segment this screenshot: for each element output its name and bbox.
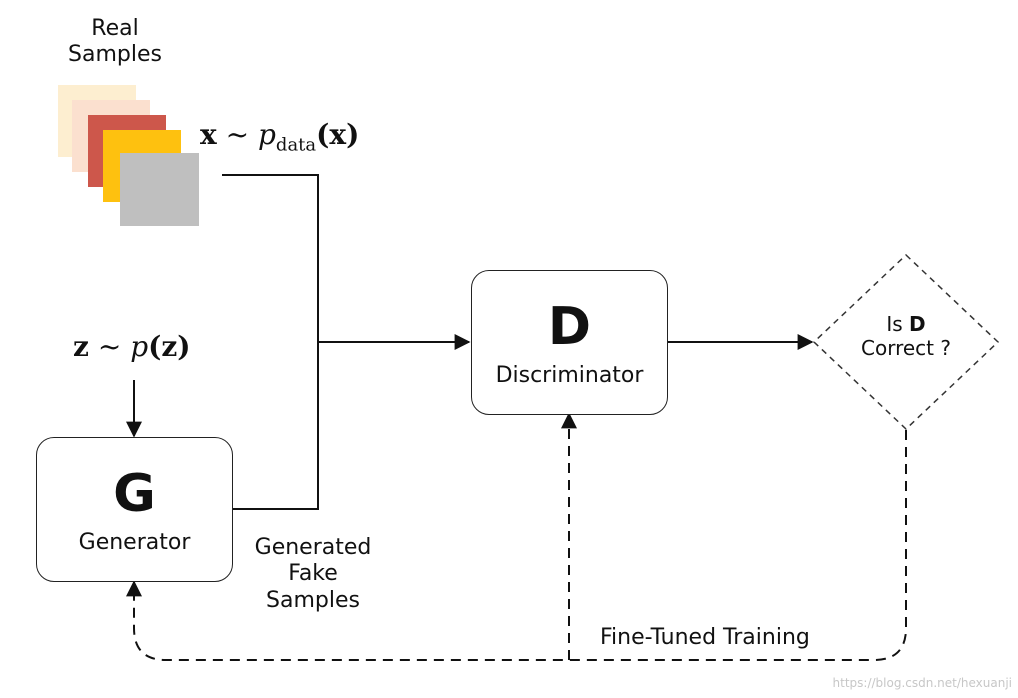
discriminator-box: D Discriminator <box>471 270 668 415</box>
generator-name: Generator <box>78 530 191 555</box>
formula-z-p: p <box>130 330 149 363</box>
noise-formula: z ~ p(z) <box>73 330 191 363</box>
decision-diamond <box>812 253 1000 431</box>
formula-p: p <box>257 118 276 151</box>
discriminator-name: Discriminator <box>495 363 644 388</box>
decision-correct: Correct ? <box>861 336 951 360</box>
formula-sub-data: data <box>275 134 317 156</box>
fake-samples-label: Generated Fake Samples <box>254 535 372 613</box>
discriminator-letter: D <box>547 297 592 357</box>
decision-text: Is D Correct ? <box>836 312 976 360</box>
watermark-text: https://blog.csdn.net/hexuanji <box>832 676 1012 690</box>
formula-sim: ~ <box>225 118 250 151</box>
formula-z: z <box>73 330 89 363</box>
formula-z-arg: (z) <box>148 330 191 363</box>
generator-box: G Generator <box>36 437 233 582</box>
feedback-label: Fine-Tuned Training <box>600 625 810 650</box>
real-samples-line <box>222 174 319 509</box>
decision-d: D <box>909 312 926 336</box>
decision-is: Is <box>886 312 903 336</box>
formula-arg: (x) <box>316 118 360 151</box>
real-samples-stack <box>58 85 199 226</box>
real-samples-label: Real Samples <box>68 16 162 68</box>
feedback-path <box>126 430 907 661</box>
generator-letter: G <box>113 464 156 524</box>
real-data-formula: x ~ pdata(x) <box>200 118 359 156</box>
sample-square-5 <box>120 153 199 226</box>
formula-x: x <box>200 118 217 151</box>
formula-z-sim: ~ <box>97 330 122 363</box>
